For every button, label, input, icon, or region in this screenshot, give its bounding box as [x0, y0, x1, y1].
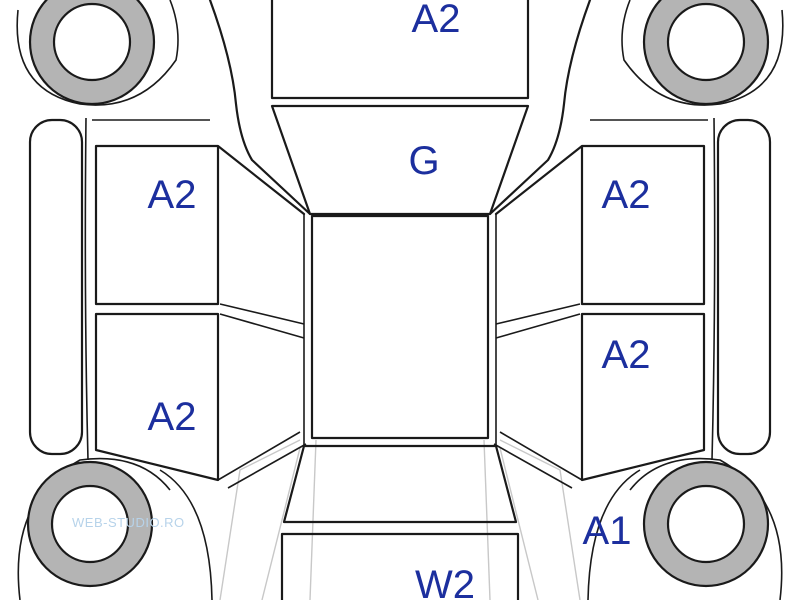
left-b-pillar	[219, 303, 305, 339]
rear-left-door-panel	[94, 312, 220, 482]
rear-right-wheel-arch	[629, 457, 783, 600]
front-right-wheel-arch	[621, 0, 784, 106]
front-right-wheel	[642, 0, 770, 106]
roof-panel	[310, 214, 490, 440]
roof-rails	[303, 214, 497, 446]
right-b-pillar	[495, 303, 581, 339]
hood-panel	[270, 0, 530, 100]
right-c-pillar	[493, 431, 583, 489]
left-front-fender-curve	[208, 0, 312, 216]
watermark-text: WEB-STUDIO.RO	[72, 515, 185, 530]
windshield-panel	[270, 104, 530, 216]
rear-right-door-panel	[580, 312, 706, 482]
right-front-fender-curve	[488, 0, 592, 216]
rear-right-quarter-outline	[587, 469, 641, 600]
rear-window-guide-lines	[219, 439, 581, 600]
rear-left-quarter-outline	[159, 469, 213, 600]
trunk-damage-label: W2	[415, 563, 475, 600]
rear-left-door-damage-label: A2	[148, 395, 197, 439]
front-left-door-damage-label: A2	[148, 173, 197, 217]
left-c-pillar	[217, 431, 307, 489]
left-side-skirt	[28, 118, 84, 456]
rear-left-wheel	[26, 460, 154, 588]
front-left-door-panel	[94, 144, 306, 306]
rear-window-panel	[282, 444, 518, 524]
hood-damage-label: A2	[412, 0, 461, 41]
left-body-side-outline	[84, 117, 210, 461]
front-left-wheel	[28, 0, 156, 106]
rear-right-quarter-damage-label: A1	[583, 509, 632, 553]
front-right-door-panel	[494, 144, 706, 306]
right-side-skirt	[716, 118, 772, 456]
front-left-wheel-arch	[16, 0, 179, 106]
rear-right-wheel	[642, 460, 770, 588]
right-body-side-outline	[590, 117, 716, 461]
trunk-panel	[280, 532, 520, 600]
rear-right-door-damage-label: A2	[602, 333, 651, 377]
windshield-damage-label: G	[408, 139, 439, 183]
front-right-door-damage-label: A2	[602, 173, 651, 217]
